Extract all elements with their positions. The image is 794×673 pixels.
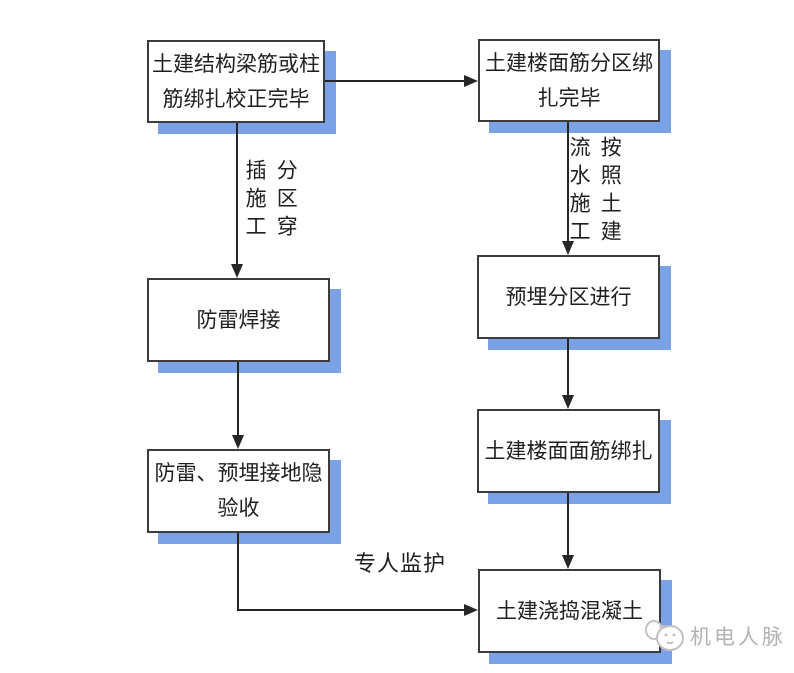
edge-label-zoned-insertion: 插施工 分区穿 xyxy=(243,159,299,243)
flow-box-label: 土建楼面筋分区绑 扎完毕 xyxy=(485,50,653,110)
edge-label-flow-schedule: 流水施工 按照土建 xyxy=(567,136,623,248)
flow-box-concrete-pouring: 土建浇捣混凝土 xyxy=(478,569,661,653)
flow-box-embedment-by-zone: 预埋分区进行 xyxy=(477,255,660,339)
flow-box-label: 防雷焊接 xyxy=(196,307,281,332)
arrowhead-right-icon xyxy=(464,604,478,616)
flow-box-grounding-concealed-inspection: 防雷、预埋接地隐 验收 xyxy=(147,449,330,533)
watermark-logo: 机电人脉 xyxy=(644,615,786,657)
arrowhead-down-icon xyxy=(562,395,574,409)
arrowhead-down-icon xyxy=(231,264,243,278)
flow-box-label: 土建浇捣混凝土 xyxy=(496,598,643,623)
watermark-text: 机电人脉 xyxy=(690,625,786,649)
arrowhead-down-icon xyxy=(232,435,244,449)
flow-box-lightning-welding: 防雷焊接 xyxy=(147,278,330,362)
edge-label-supervision: 专人监护 xyxy=(353,551,446,576)
flow-box-label: 防雷、预埋接地隐 验收 xyxy=(154,461,323,520)
flow-box-civil-structure-rebar: 土建结构梁筋或柱 筋绑扎校正完毕 xyxy=(147,40,325,123)
flow-box-label: 土建结构梁筋或柱 筋绑扎校正完毕 xyxy=(152,51,320,111)
mascot-cat-chat-icon xyxy=(645,620,684,651)
edge-label-column: 分区穿 xyxy=(274,159,299,243)
flow-box-floor-top-rebar-binding: 土建楼面面筋绑扎 xyxy=(477,409,660,493)
edge-label-column: 插施工 xyxy=(243,159,268,243)
edge-label-column: 流水施工 xyxy=(567,136,592,248)
flow-box-floor-rebar-zone-binding: 土建楼面筋分区绑 扎完毕 xyxy=(478,39,660,122)
flow-box-label: 预埋分区进行 xyxy=(505,284,632,309)
flow-box-label: 土建楼面面筋绑扎 xyxy=(484,438,653,463)
arrowhead-down-icon xyxy=(562,555,574,569)
arrowhead-right-icon xyxy=(464,75,478,87)
edge-label-column: 按照土建 xyxy=(598,136,623,248)
